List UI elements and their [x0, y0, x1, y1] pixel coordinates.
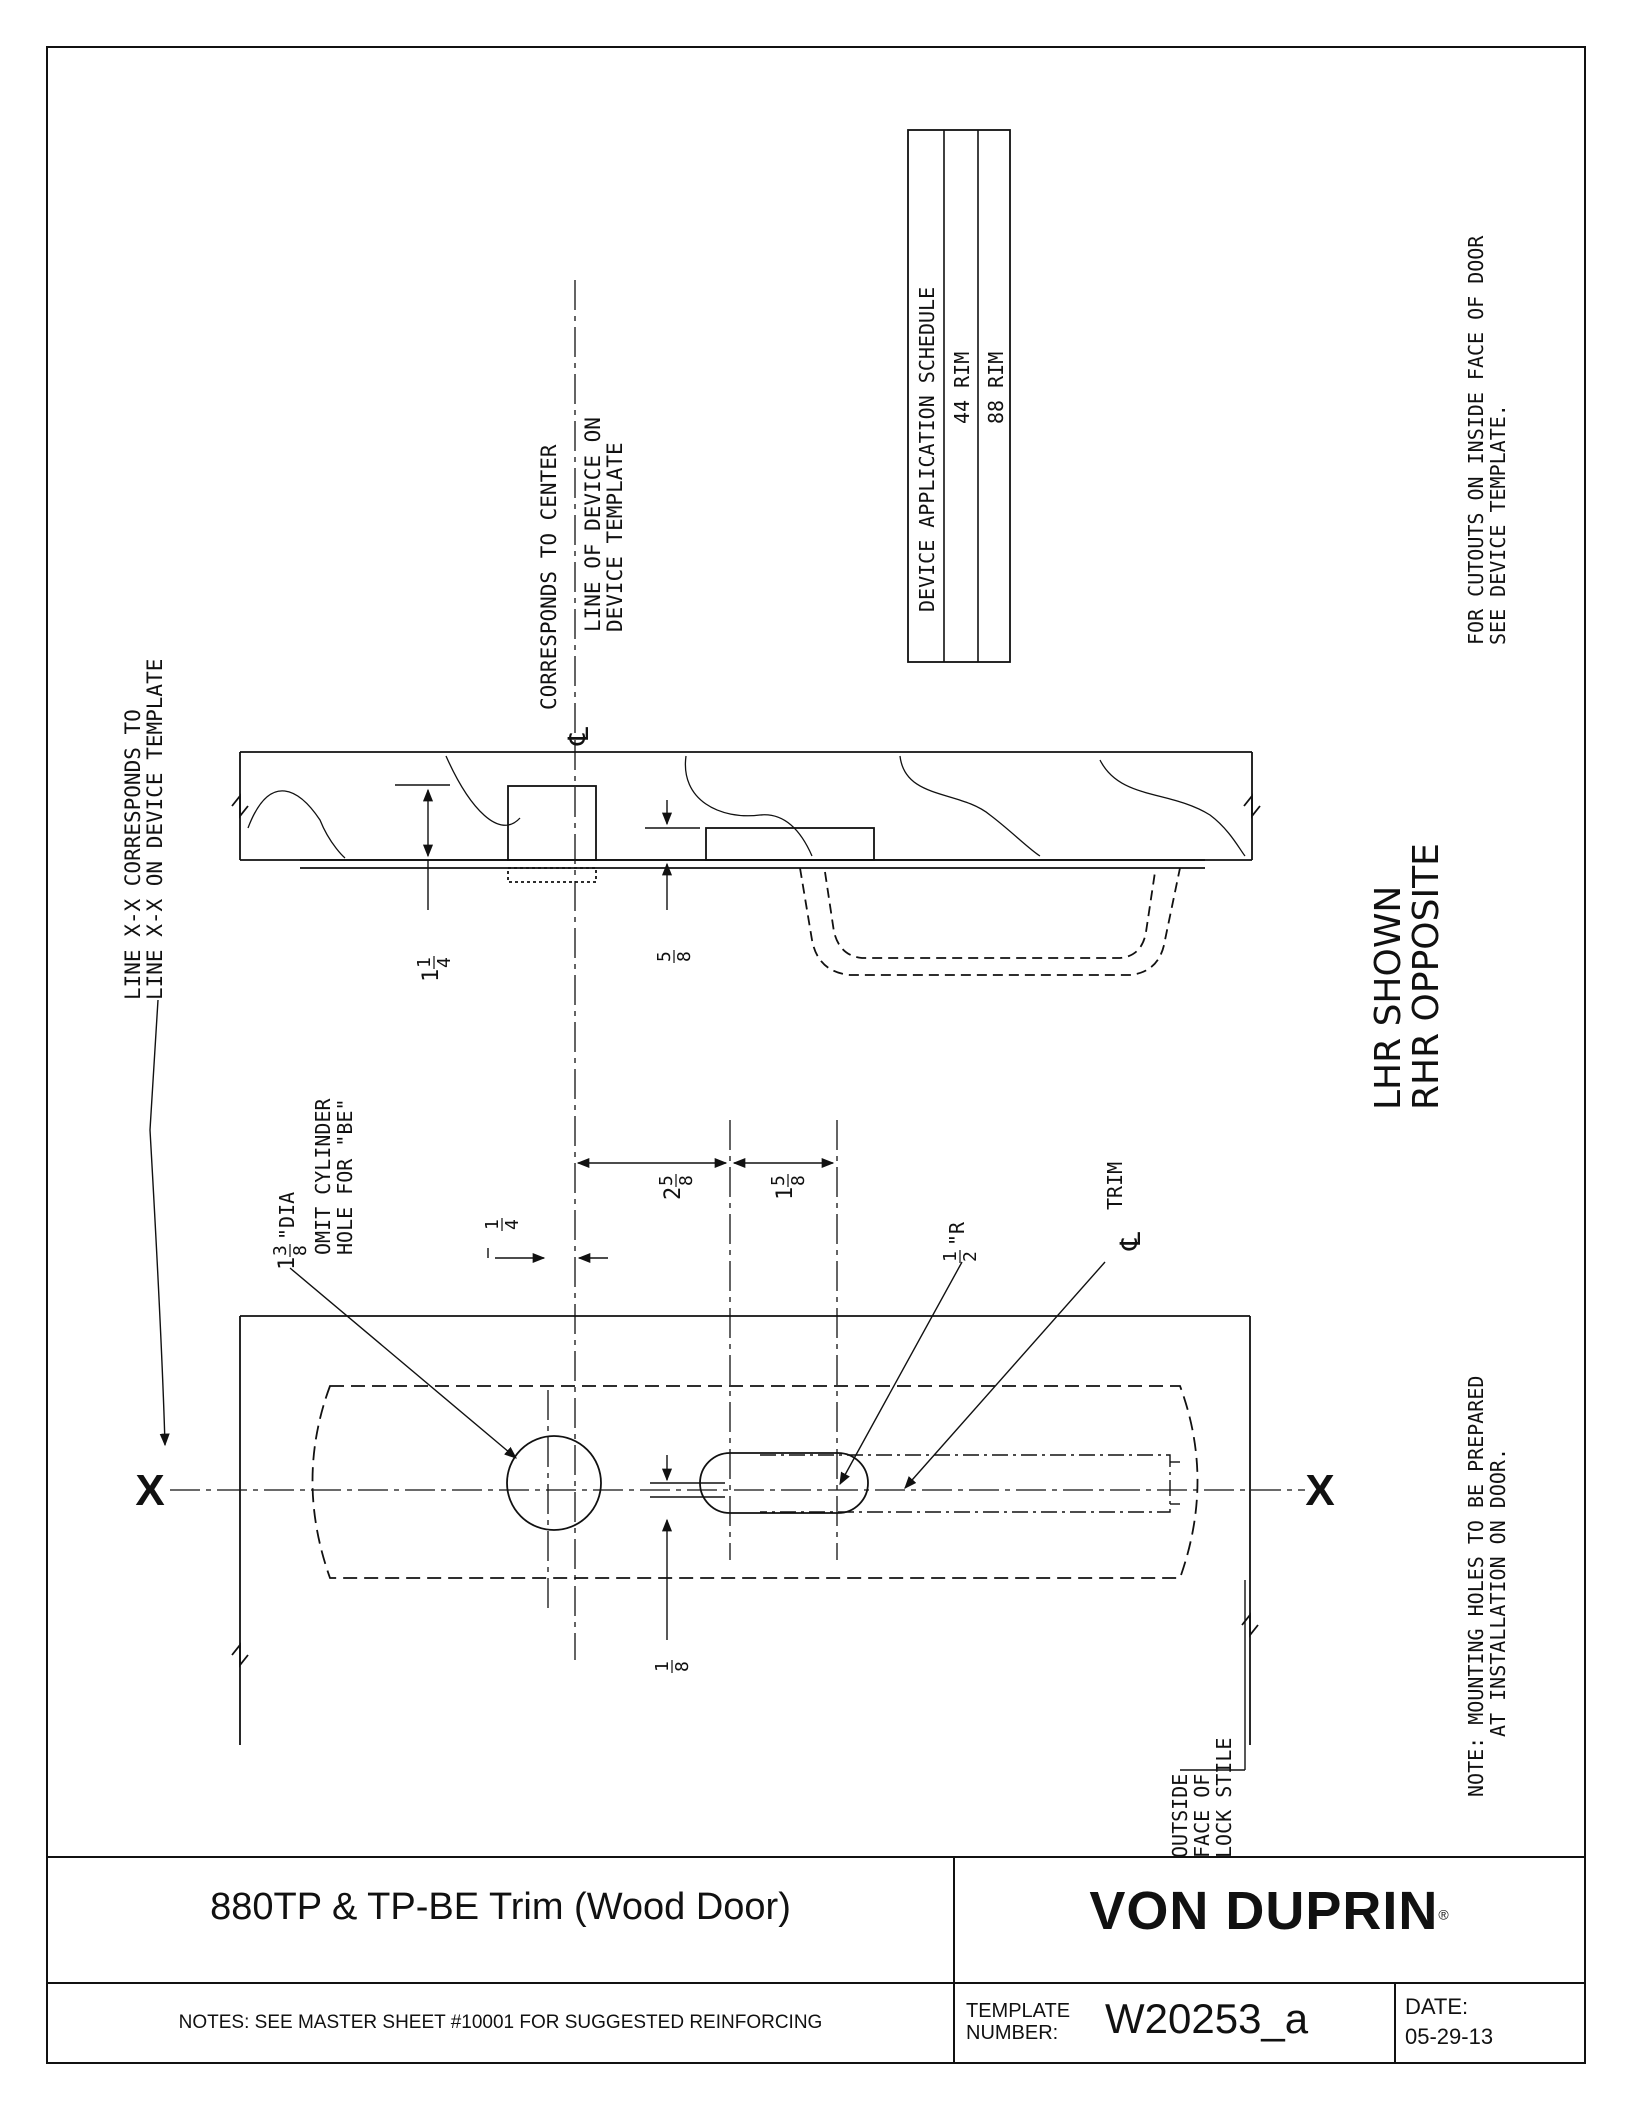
xx-marker-right: X — [1305, 1466, 1334, 1515]
dim-1-4: 1 4 — [482, 1218, 523, 1231]
date-value: 05-29-13 — [1405, 2024, 1494, 2049]
note-outside-face: OUTSIDE FACE OF LOCK STILE — [1168, 1738, 1236, 1858]
leader-lines — [149, 999, 1106, 1489]
svg-text:1: 1 — [275, 1257, 300, 1270]
device-application-schedule: DEVICE APPLICATION SCHEDULE 44 RIM 88 RI… — [907, 129, 1011, 663]
face-view-dimensions — [487, 1157, 1246, 1771]
dim-5-8-edge: 5 8 — [654, 950, 695, 963]
centerline-symbol-trim: ℄ — [1114, 1232, 1147, 1251]
note-line-xx: LINE X-X CORRESPONDS TO LINE X-X ON DEVI… — [121, 659, 167, 1000]
dim-1-1-4: 1 1 4 — [414, 956, 455, 982]
note-centerline-device: LINE OF DEVICE ON DEVICE TEMPLATE — [581, 404, 627, 632]
svg-text:2: 2 — [960, 1251, 981, 1262]
svg-text:5: 5 — [768, 1175, 789, 1186]
template-label-line-2: NUMBER: — [966, 2022, 1059, 2044]
svg-text:8: 8 — [674, 951, 695, 962]
xx-marker-left: X — [135, 1466, 164, 1515]
template-label-line-1: TEMPLATE — [966, 2000, 1071, 2022]
svg-text:1: 1 — [419, 969, 444, 982]
door-edge-view — [231, 751, 1261, 976]
label-centerline-trim: TRIM — [1103, 1162, 1127, 1210]
dim-1-8: 1 8 — [652, 1660, 693, 1673]
svg-text:4: 4 — [434, 957, 455, 968]
template-number: W20253_a — [1105, 1995, 1309, 2042]
schedule-row-44-rim: 44 RIM — [950, 352, 974, 424]
note-omit-cylinder: OMIT CYLINDER HOLE FOR "BE" — [311, 1086, 357, 1255]
svg-text:1: 1 — [940, 1251, 961, 1262]
svg-text:1: 1 — [652, 1661, 673, 1672]
svg-text:"R: "R — [945, 1221, 969, 1246]
schedule-title: DEVICE APPLICATION SCHEDULE — [915, 287, 939, 612]
template-number-label: TEMPLATE NUMBER: — [966, 2000, 1070, 2044]
svg-text:2: 2 — [661, 1187, 686, 1200]
door-face-view — [231, 1315, 1259, 1745]
svg-text:5: 5 — [656, 1175, 677, 1186]
note-mounting-holes: NOTE: MOUNTING HOLES TO BE PREPARED AT I… — [1464, 1364, 1510, 1797]
svg-text:8: 8 — [672, 1661, 693, 1672]
svg-text:5: 5 — [654, 951, 675, 962]
drawing-title: 880TP & TP-BE Trim (Wood Door) — [210, 1886, 791, 1928]
svg-text:3: 3 — [270, 1245, 291, 1256]
svg-text:8: 8 — [788, 1175, 809, 1186]
date-label: DATE: — [1405, 1994, 1469, 2019]
note-hand: LHR SHOWN RHR OPPOSITE — [1368, 843, 1447, 1110]
reinforcing-notes: NOTES: SEE MASTER SHEET #10001 FOR SUGGE… — [178, 2012, 823, 2033]
svg-text:8: 8 — [290, 1245, 311, 1256]
dim-1-2-radius: 1 2 "R — [940, 1221, 981, 1263]
title-block — [47, 1856, 1585, 2063]
note-cutouts: FOR CUTOUTS ON INSIDE FACE OF DOOR SEE D… — [1464, 224, 1510, 645]
svg-text:1: 1 — [414, 957, 435, 968]
svg-text:4: 4 — [502, 1219, 523, 1230]
dim-1-3-8-dia: 1 3 8 "DIA — [270, 1192, 311, 1270]
svg-text:1: 1 — [482, 1219, 503, 1230]
centerlines — [170, 280, 1305, 1660]
svg-text:1: 1 — [773, 1187, 798, 1200]
date-block: DATE: 05-29-13 — [1405, 1992, 1493, 2052]
brand-name: VON DUPRIN — [1089, 1881, 1439, 1941]
note-corresponds-center: CORRESPONDS TO CENTER — [537, 444, 561, 710]
schedule-row-88-rim: 88 RIM — [984, 352, 1008, 424]
svg-text:"DIA: "DIA — [275, 1192, 299, 1240]
sheet-border — [46, 46, 1586, 2064]
dim-2-5-8: 2 5 8 — [656, 1174, 697, 1200]
centerline-symbol-top: ℄ — [562, 727, 595, 746]
svg-text:8: 8 — [676, 1175, 697, 1186]
brand-logo: VON DUPRIN® — [954, 1880, 1585, 1942]
dim-1-5-8: 1 5 8 — [768, 1174, 809, 1200]
edge-view-dimensions — [395, 784, 700, 910]
registered-mark: ® — [1438, 1906, 1450, 1923]
